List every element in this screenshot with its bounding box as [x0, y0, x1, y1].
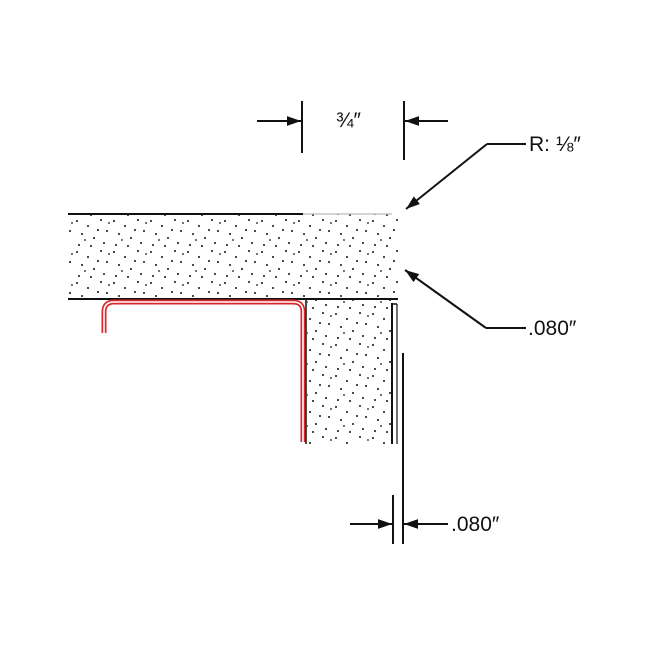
- wall-gap-dimension: [350, 353, 448, 544]
- radius-label: R: ⅛″: [529, 133, 581, 156]
- top-width-label: ¾″: [336, 109, 361, 132]
- red-clip: [101, 299, 306, 442]
- vertical-leg: [305, 299, 398, 444]
- thickness-leader: [404, 269, 526, 329]
- radius-leader: [405, 143, 526, 210]
- top-width-dimension: [257, 101, 448, 160]
- wall-gap-label: .080″: [451, 513, 500, 536]
- thickness-label: .080″: [528, 317, 577, 340]
- top-slab: [68, 213, 398, 300]
